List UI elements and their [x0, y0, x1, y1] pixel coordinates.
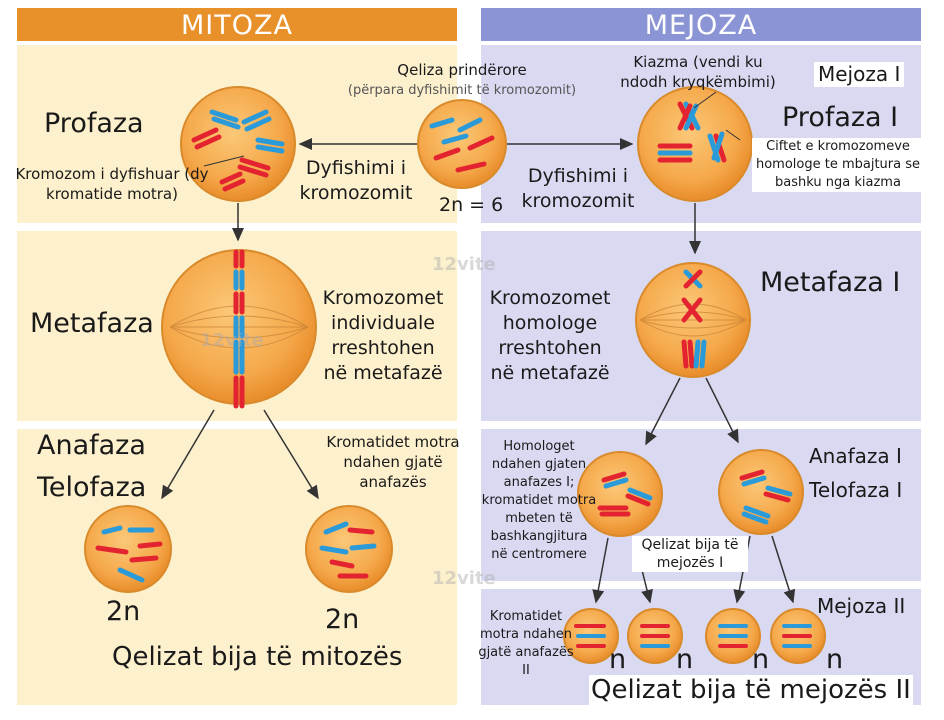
- meiosis-metaphase1-note: Kromozomet homologe rreshtohen në metafa…: [489, 287, 611, 384]
- duplication-label-right: Dyfishimi i kromozomit: [521, 165, 635, 212]
- watermark-3: 12vite: [432, 568, 496, 589]
- duplicated-chromosome-label: Kromozom i dyfishuar (dy kromatide motra…: [15, 165, 209, 203]
- meiosis2-n-label-4: n: [826, 644, 844, 675]
- meiosis-metaphase-chromosomes: [681, 269, 707, 369]
- mitosis-daughter-2n-right: 2n: [325, 604, 360, 635]
- meiosis1-daughter-cell-right: [718, 449, 804, 535]
- mitosis-metaphase-chromosomes: [233, 249, 245, 409]
- meiosis1-right-chromosomes: [739, 469, 793, 525]
- mitosis-telophase-label: Telofaza: [37, 472, 147, 503]
- mitosis-daughter-chromosomes-left: [95, 525, 163, 583]
- mitosis-daughter-chromosomes-right: [319, 521, 377, 579]
- meiosis2-n-label-2: n: [676, 644, 694, 675]
- meiosis1-label: Mejoza I: [814, 62, 905, 87]
- meiosis-prophase1-label: Profaza I: [782, 102, 899, 133]
- meiosis-anaphase1-label: Anafaza I: [809, 444, 902, 468]
- mitosis-spindle: [169, 305, 309, 349]
- meiosis-anaphase1-note: Homologet ndahen gjaten anafazes I; krom…: [481, 439, 597, 562]
- homolog-pairs-label: Ciftet e kromozomeve homologe te mbajtur…: [752, 138, 924, 192]
- meiosis-metaphase1-label: Metafaza I: [760, 267, 901, 298]
- mitosis-daughter-2n-left: 2n: [106, 596, 141, 627]
- pointer-lines: [203, 91, 741, 167]
- chiasma-label: Kiazma (vendi ku ndodh kryqkëmbimi): [620, 53, 776, 91]
- meiosis2-n-label-3: n: [752, 644, 770, 675]
- mitosis-header: MITOZA: [17, 8, 457, 41]
- mitosis-prophase-label: Profaza: [44, 108, 144, 139]
- mitosis-anaphase-note: Kromatidet motra ndahen gjatë anafazës: [326, 433, 460, 491]
- parent-cell: [417, 99, 507, 189]
- meiosis2-chromosomes: [574, 624, 812, 648]
- meiosis-header: MEJOZA: [481, 8, 921, 41]
- meiosis2-n-label-1: n: [609, 644, 627, 675]
- mitosis-metaphase-note: Kromozomet individuale rreshtohen në met…: [322, 287, 444, 384]
- watermark-2: 12vite: [200, 330, 264, 351]
- meiosis-anaphase2-note: Kromatidet motra ndahen gjatë anafazës I…: [478, 609, 574, 678]
- parent-cell-subtitle: (përpara dyfishimit të kromozomit): [347, 83, 577, 98]
- watermark-1: 12vite: [432, 254, 496, 275]
- duplication-label-left: Dyfishimi i kromozomit: [299, 157, 413, 204]
- meiosis1-daughter-cells-label: Qelizat bija të mejozës I: [632, 536, 748, 572]
- meiosis-daughter-cells-label: Qelizat bija të mejozës II: [589, 675, 913, 705]
- mitosis-prophase-chromosomes: [191, 109, 285, 192]
- mitosis-anaphase-label: Anafaza: [37, 430, 146, 461]
- mitosis-daughter-cells-label: Qelizat bija të mitozës: [112, 642, 403, 672]
- mitosis-prophase-cell: [180, 86, 296, 202]
- meiosis1-daughter-cell-left: [577, 451, 663, 537]
- meiosis-telophase1-label: Telofaza I: [809, 478, 903, 502]
- mitosis-daughter-cell-right: [305, 505, 393, 593]
- parent-chromosome-count: 2n = 6: [439, 194, 504, 216]
- meiosis1-left-chromosomes: [597, 471, 653, 517]
- parent-chromosomes: [429, 117, 495, 173]
- mitosis-metaphase-label: Metafaza: [30, 308, 154, 339]
- meiosis2-label: Mejoza II: [817, 594, 906, 618]
- parent-cell-title: Qeliza prindërore: [397, 61, 527, 79]
- meiosis-prophase-chromosomes: [657, 101, 727, 163]
